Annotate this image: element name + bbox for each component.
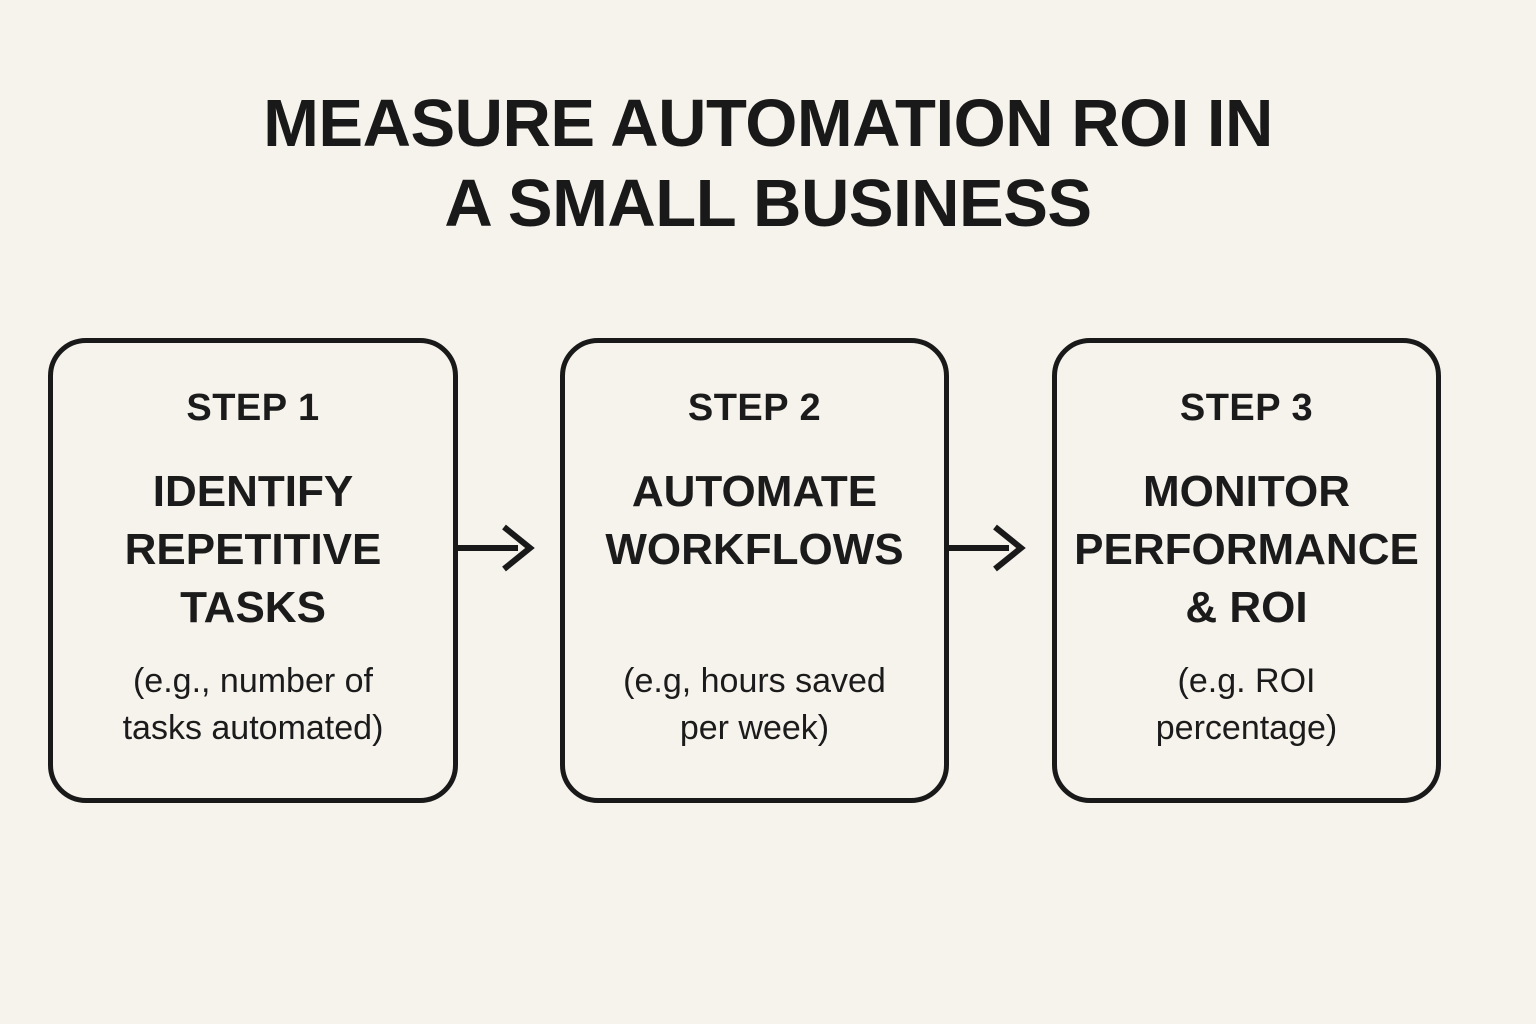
step-2-caption-line-2: per week): [679, 709, 830, 747]
step-2-heading-line-2: WORKFLOWS: [605, 525, 904, 574]
step-1-label: STEP 1: [186, 387, 320, 429]
step-1-heading: IDENTIFY REPETITIVE TASKS: [125, 463, 382, 637]
step-3-box: STEP 3 MONITOR PERFORMANCE & ROI (e.g. R…: [1052, 338, 1441, 803]
arrow-right-icon: [945, 524, 1026, 572]
step-2-caption: (e.g, hours saved per week): [623, 658, 886, 752]
arrow-right-icon: [454, 524, 535, 572]
page-title-line-1: MEASURE AUTOMATION ROI IN: [263, 86, 1273, 161]
step-2-caption-line-1: (e.g, hours saved: [623, 662, 886, 700]
step-1-caption-line-2: tasks automated): [122, 709, 384, 747]
step-3-heading-line-3: & ROI: [1185, 583, 1308, 632]
step-2-heading-line-1: AUTOMATE: [631, 467, 878, 516]
step-3-heading-line-2: PERFORMANCE: [1074, 525, 1419, 574]
step-1-box: STEP 1 IDENTIFY REPETITIVE TASKS (e.g., …: [48, 338, 458, 803]
step-1-heading-line-3: TASKS: [180, 583, 326, 632]
step-2-heading: AUTOMATE WORKFLOWS: [605, 463, 903, 579]
step-1-heading-line-2: REPETITIVE: [124, 525, 382, 574]
step-3-caption-line-1: (e.g. ROI: [1177, 662, 1316, 700]
step-3-heading-line-1: MONITOR: [1143, 467, 1350, 516]
step-2-label: STEP 2: [687, 387, 822, 429]
step-2-box: STEP 2 AUTOMATE WORKFLOWS (e.g, hours sa…: [560, 338, 949, 803]
step-1-caption-line-1: (e.g., number of: [132, 662, 373, 700]
step-1-caption: (e.g., number of tasks automated): [123, 658, 384, 752]
page-title: MEASURE AUTOMATION ROI IN A SMALL BUSINE…: [0, 84, 1536, 244]
step-3-caption: (e.g. ROI percentage): [1156, 658, 1337, 752]
step-3-label: STEP 3: [1179, 387, 1314, 429]
step-1-heading-line-1: IDENTIFY: [152, 467, 354, 516]
step-3-heading: MONITOR PERFORMANCE & ROI: [1074, 463, 1419, 637]
page-title-line-2: A SMALL BUSINESS: [444, 166, 1092, 241]
step-3-caption-line-2: percentage): [1155, 709, 1338, 747]
